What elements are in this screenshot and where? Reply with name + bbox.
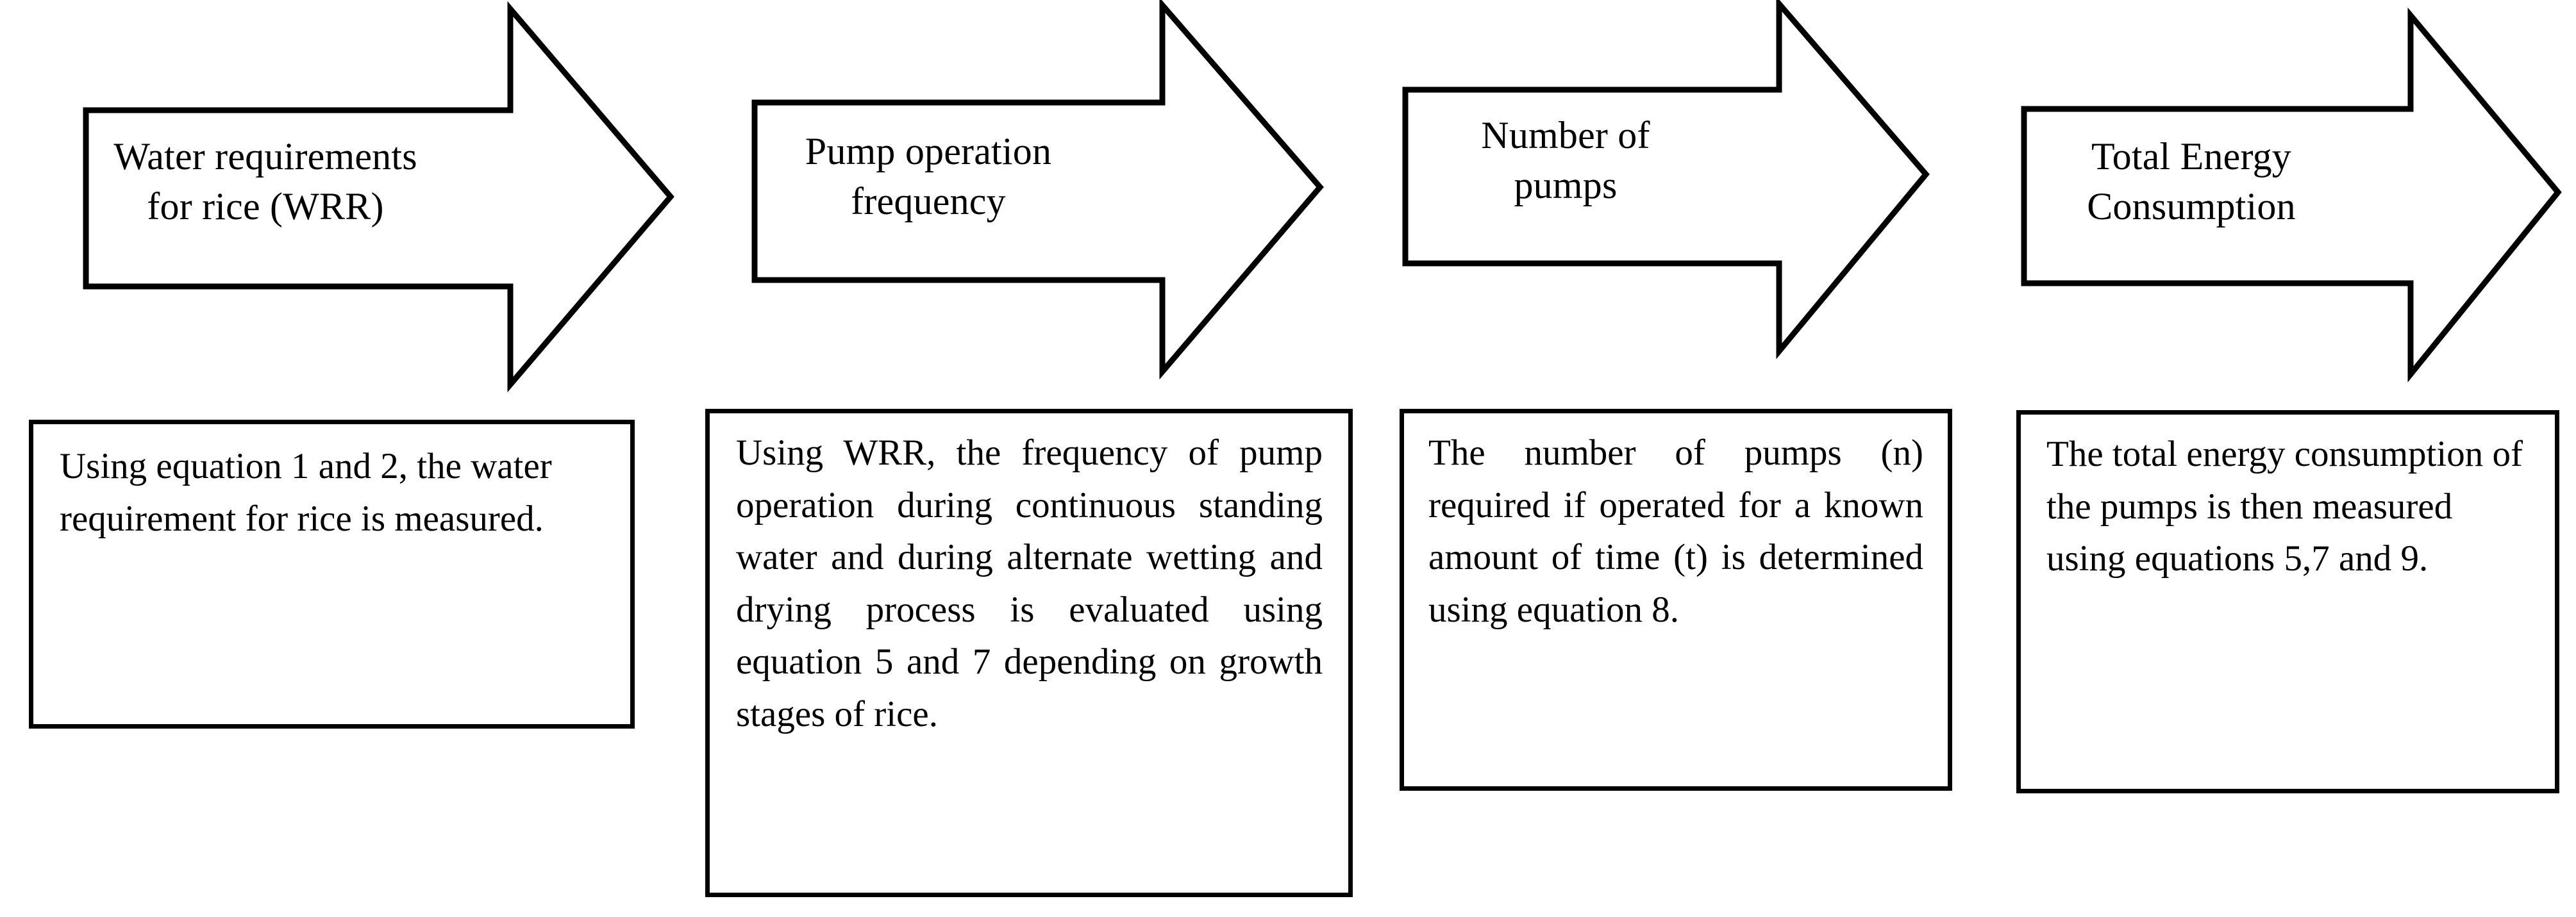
arrow-shape-stage-3: [1402, 0, 1930, 359]
description-box-stage-3: [1400, 409, 1952, 791]
arrow-shape-stage-1: [83, 1, 674, 393]
arrow-shape-stage-4: [2021, 7, 2562, 383]
arrow-label-stage-4: Total Energy Consumption: [2087, 135, 2296, 227]
arrow-shape-stage-2: [751, 0, 1324, 380]
description-text-stage-1: Using equation 1 and 2, the water requir…: [60, 446, 552, 539]
arrow-label-stage-1: Water requirements for rice (WRR): [113, 135, 417, 227]
description-text-stage-3: The number of pumps (n) required if oper…: [1428, 433, 1923, 630]
description-box-stage-4: [2016, 410, 2559, 793]
description-text-stage-2: Using WRR, the frequency of pump operati…: [736, 433, 1323, 734]
arrow-label-stage-3: Number of pumps: [1481, 114, 1650, 206]
description-box-stage-1: [29, 420, 635, 729]
description-text-stage-4: The total energy consumption of the pump…: [2046, 434, 2523, 579]
arrow-label-stage-2: Pump operation frequency: [805, 130, 1052, 222]
description-box-stage-2: [705, 409, 1353, 897]
